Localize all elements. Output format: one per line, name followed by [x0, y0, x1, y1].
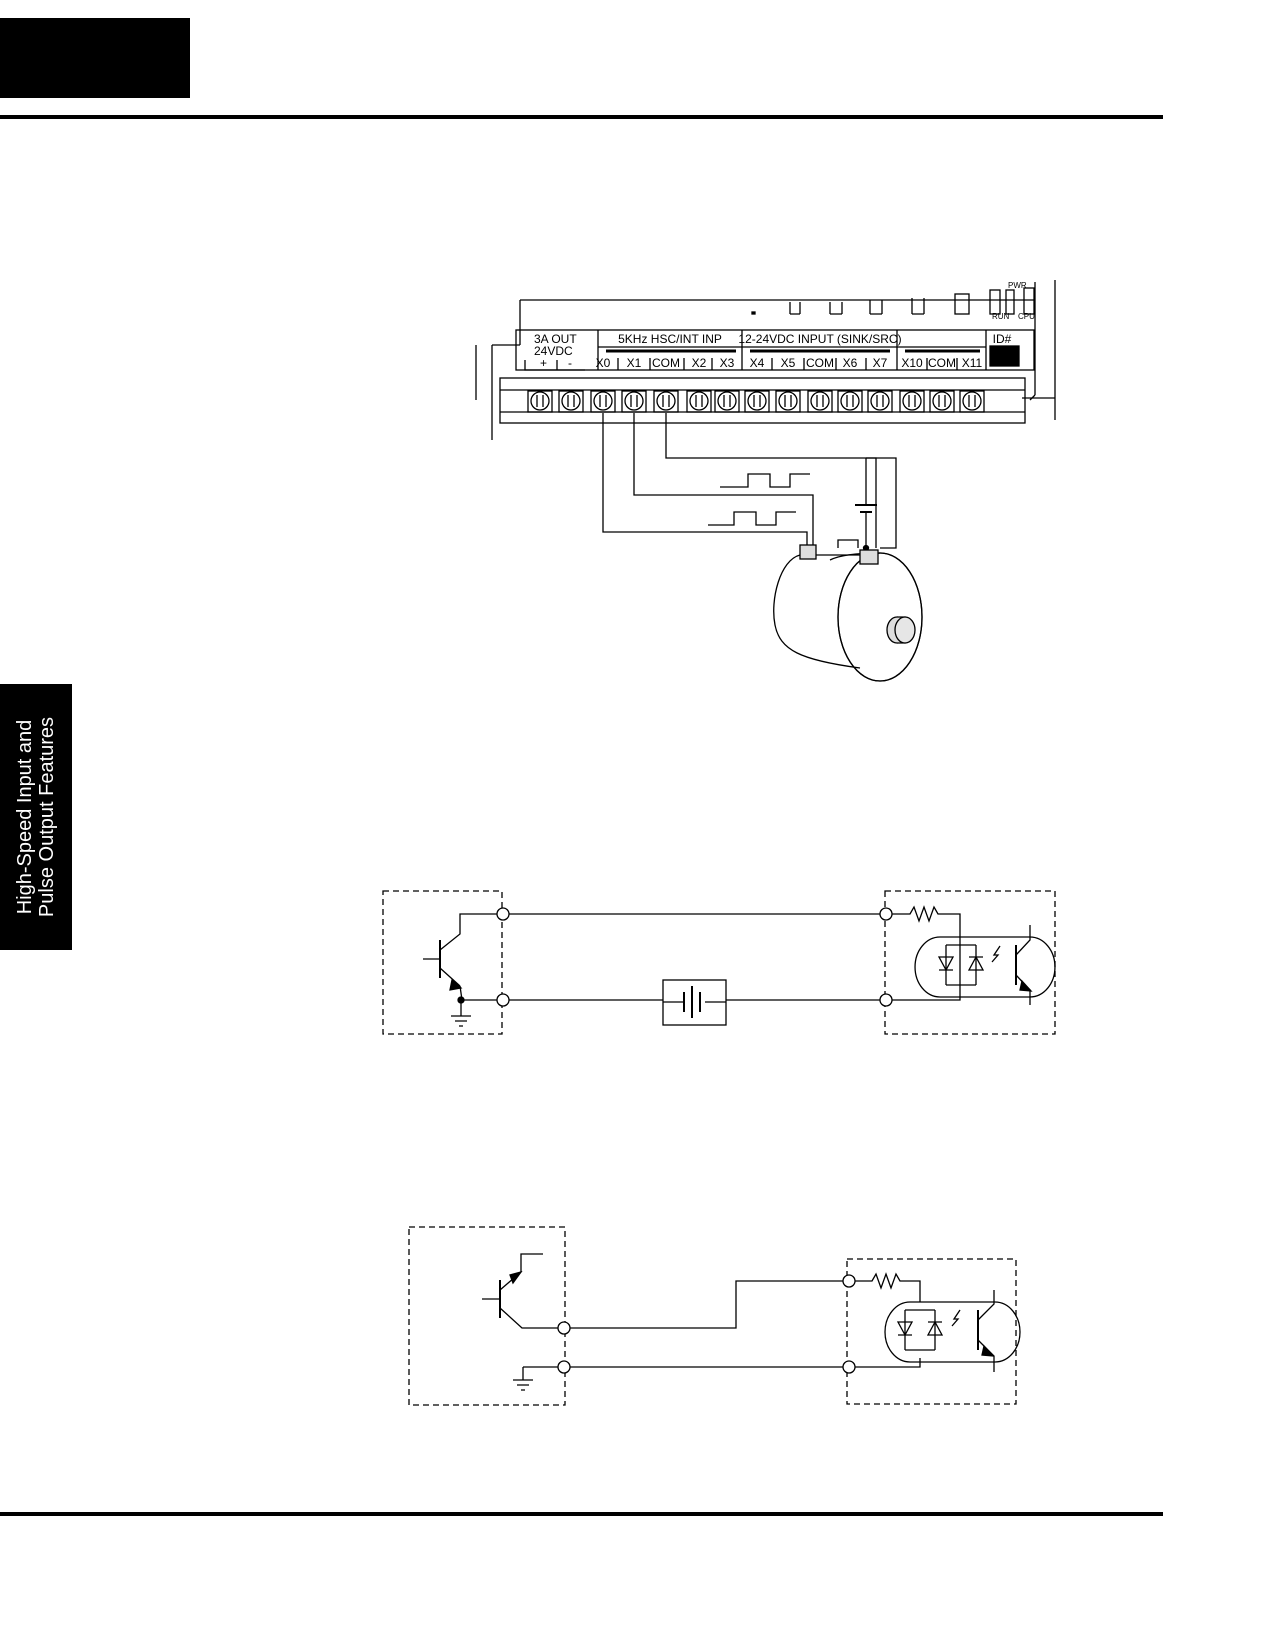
terminal-screws: [527, 390, 985, 413]
terminal-screw: [807, 390, 833, 413]
sourcing-schematic: [408, 1226, 1021, 1406]
terminal-label: X4: [750, 356, 765, 370]
terminal-screw-head: [717, 391, 737, 411]
out-label-2: 24VDC: [534, 344, 573, 358]
status-leds: [751, 287, 1035, 315]
resistor-icon: [892, 905, 961, 926]
encoder-icon: [773, 544, 923, 682]
terminal-labels: X0 X1 COM X2 X3 X4 X5 COM X6 X7 X10 COM …: [596, 356, 983, 370]
transistor-icon: [423, 913, 503, 1016]
terminal-screw: [744, 390, 770, 413]
terminal-screw: [558, 390, 584, 413]
plc-input-box: [846, 1258, 1017, 1405]
terminal-screw-slot: [536, 395, 544, 407]
terminal-screw: [714, 390, 740, 413]
terminal-screw-head: [624, 391, 644, 411]
header-rule: [0, 115, 1163, 119]
terminal-screw-head: [689, 391, 709, 411]
terminal-screw: [775, 390, 801, 413]
terminal-screw-head: [932, 391, 952, 411]
terminal-screw-head: [870, 391, 890, 411]
id-box: [989, 345, 1020, 367]
terminal-screw-head: [962, 391, 982, 411]
terminal-screw: [899, 390, 925, 413]
terminal-label: COM: [928, 356, 956, 370]
out-label-1: 3A OUT: [534, 332, 577, 346]
out-plus: +: [540, 356, 547, 370]
field-device-box: [408, 1226, 566, 1406]
terminal-screw: [867, 390, 893, 413]
chapter-number-block: [0, 18, 190, 98]
terminal-screw-slot: [816, 395, 824, 407]
pulse-waveforms: [708, 473, 810, 526]
terminal-label: X7: [873, 356, 888, 370]
terminal-screw: [621, 390, 647, 413]
terminal-screw: [959, 390, 985, 413]
terminal-screw: [527, 390, 553, 413]
terminal-screw-slot: [662, 395, 670, 407]
led-cpu-label: CPU: [1018, 312, 1035, 321]
terminal-screw-head: [561, 391, 581, 411]
led-pwr-label: PWR: [1008, 281, 1027, 290]
terminal-screw: [929, 390, 955, 413]
terminal-label: X6: [843, 356, 858, 370]
led-run-label: RUN: [992, 312, 1010, 321]
terminal-label: X3: [720, 356, 735, 370]
terminal-screw-head: [656, 391, 676, 411]
terminal-label: COM: [652, 356, 680, 370]
terminal-screw: [686, 390, 712, 413]
terminal-screw-slot: [908, 395, 916, 407]
terminal-screw-head: [778, 391, 798, 411]
transistor-icon: [482, 1253, 564, 1329]
terminal-screw: [590, 390, 616, 413]
terminal-screw-head: [840, 391, 860, 411]
terminal-label: X5: [781, 356, 796, 370]
optocoupler-icon: [855, 1290, 1021, 1372]
battery-icon: [662, 979, 727, 1026]
terminal-screw-slot: [723, 395, 731, 407]
terminal-label: X11: [962, 356, 983, 370]
terminal-screw-slot: [784, 395, 792, 407]
optocoupler-icon: [892, 925, 1056, 1005]
terminal-label: COM: [806, 356, 834, 370]
terminal-screw-slot: [876, 395, 884, 407]
terminal-label: X2: [692, 356, 707, 370]
terminal-screw-slot: [938, 395, 946, 407]
terminal-screw-slot: [567, 395, 575, 407]
terminal-screw-slot: [599, 395, 607, 407]
group1-header: 5KHz HSC/INT INP: [618, 332, 722, 346]
resistor-icon: [855, 1272, 921, 1292]
terminal-screw-slot: [846, 395, 854, 407]
terminal-screw-head: [593, 391, 613, 411]
plc-wiring-figure: RUN CPU PWR 3A OUT 24VDC + - 5KHz HSC/IN…: [475, 280, 1056, 682]
id-label: ID#: [993, 332, 1012, 346]
terminal-screw-head: [747, 391, 767, 411]
footer-rule: [0, 1512, 1163, 1516]
field-device-box: [382, 890, 503, 1035]
terminal-screw-slot: [630, 395, 638, 407]
terminal-screw-head: [902, 391, 922, 411]
terminal-screw-head: [810, 391, 830, 411]
terminal-screw: [653, 390, 679, 413]
terminal-screw-slot: [968, 395, 976, 407]
side-tab: High-Speed Input and Pulse Output Featur…: [0, 684, 72, 950]
sinking-schematic: [382, 890, 1056, 1035]
terminal-label: X0: [596, 356, 611, 370]
group2-header: 12-24VDC INPUT (SINK/SRC): [738, 332, 901, 346]
terminal-label: X1: [627, 356, 642, 370]
terminal-screw-slot: [695, 395, 703, 407]
encoder-wiring: [602, 413, 897, 552]
terminal-screw: [837, 390, 863, 413]
terminal-screw-slot: [753, 395, 761, 407]
out-minus: -: [568, 356, 572, 370]
ground-icon: [451, 1015, 471, 1027]
ground-icon: [513, 1367, 533, 1391]
terminal-screw-head: [530, 391, 550, 411]
terminal-label: X10: [901, 356, 923, 370]
